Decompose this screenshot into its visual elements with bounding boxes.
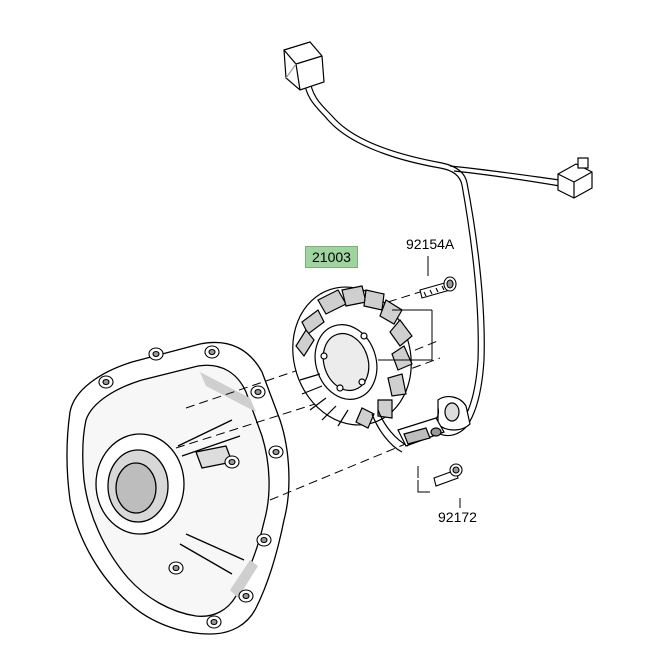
wiring-harness bbox=[303, 77, 561, 437]
part-number-92172-label[interactable]: 92172 bbox=[438, 509, 477, 525]
harness-grommet bbox=[437, 396, 471, 431]
harness-top-connector bbox=[283, 41, 325, 91]
bolt-92154A bbox=[419, 276, 457, 299]
stator-poles bbox=[295, 285, 413, 429]
leader-lines bbox=[378, 256, 461, 508]
engine-cover bbox=[66, 341, 290, 635]
wire-clamp bbox=[397, 417, 445, 447]
part-number-92154A-label[interactable]: 92154A bbox=[406, 236, 455, 252]
bolt-92172 bbox=[433, 463, 463, 487]
cover-bolt-bosses bbox=[98, 345, 284, 629]
harness-side-connector bbox=[557, 157, 593, 199]
part-number-21003-label[interactable]: 21003 bbox=[305, 246, 358, 268]
stator-coil-drawing bbox=[292, 285, 413, 429]
